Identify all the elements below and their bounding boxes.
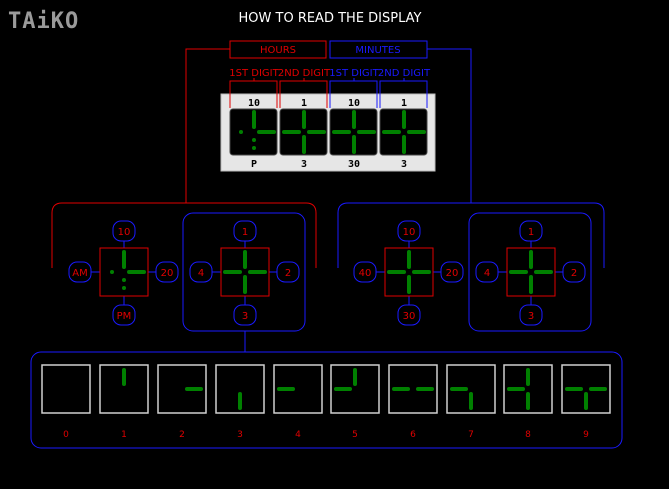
value-bubble xyxy=(397,304,421,326)
minutes-first-diagram: 10 30 40 20 xyxy=(353,220,464,326)
value-bubble xyxy=(233,220,257,242)
panel-top-label: 10 xyxy=(248,98,260,109)
bubble-label: 10 xyxy=(403,227,416,238)
legend-digit-9: 9 xyxy=(561,364,611,440)
minutes-bracket xyxy=(337,202,605,268)
hours-second-group xyxy=(182,212,306,332)
dot-indicator xyxy=(239,130,243,134)
taiko-logo: TAiKO xyxy=(8,9,79,34)
value-bubble xyxy=(233,304,257,326)
bubble-label: 30 xyxy=(403,311,416,322)
digit-label: 1ST DIGIT xyxy=(329,68,379,79)
legend-digit-4: 4 xyxy=(273,364,323,440)
legend-digit-2: 2 xyxy=(157,364,207,440)
hours-header: HOURS xyxy=(229,40,327,59)
bubble-label: AM xyxy=(72,268,87,279)
value-bubble xyxy=(68,261,92,283)
value-bubble xyxy=(397,220,421,242)
panel-bottom-label: 3 xyxy=(301,159,307,170)
bubble-label: 40 xyxy=(359,268,372,279)
watch-digit xyxy=(279,108,328,156)
watch-digit xyxy=(379,108,428,156)
bubble-label: PM xyxy=(117,311,132,322)
legend-digit-6: 6 xyxy=(388,364,438,440)
panel-bottom-label: 30 xyxy=(348,159,360,170)
digit-label: 2ND DIGIT xyxy=(378,68,431,79)
minutes-second-group xyxy=(468,212,592,332)
value-bubble xyxy=(276,261,300,283)
legend-digit-label: 7 xyxy=(468,430,474,440)
digit-label: 2ND DIGIT xyxy=(278,68,331,79)
legend-digit-label: 3 xyxy=(237,430,243,440)
value-bubble xyxy=(112,220,136,242)
legend-digit-label: 9 xyxy=(583,430,589,440)
dot-indicator xyxy=(252,138,256,142)
value-bubble xyxy=(155,261,179,283)
digit-label: 1ST DIGIT xyxy=(229,68,279,79)
panel-bottom-label: 3 xyxy=(401,159,407,170)
legend-digit-label: 1 xyxy=(121,430,127,440)
bubble-label: 2 xyxy=(285,268,291,279)
panel-top-label: 1 xyxy=(401,98,407,109)
watch-digit xyxy=(229,108,278,156)
legend-digit-label: 8 xyxy=(525,430,531,440)
bubble-label: 1 xyxy=(528,227,534,238)
bubble-label: 2 xyxy=(571,268,577,279)
legend-digit-label: 0 xyxy=(63,430,69,440)
panel-top-label: 1 xyxy=(301,98,307,109)
value-bubble xyxy=(112,304,136,326)
hours-connector xyxy=(185,48,230,203)
hours-label: HOURS xyxy=(260,45,296,56)
hours-second-diagram: 1 3 4 2 xyxy=(189,220,300,326)
legend-digit-label: 6 xyxy=(410,430,416,440)
bubble-label: 10 xyxy=(118,227,131,238)
minutes-second-diagram: 1 3 4 2 xyxy=(475,220,586,326)
legend-digit-3: 3 xyxy=(215,364,265,440)
bubble-label: 3 xyxy=(242,311,248,322)
value-bubble xyxy=(519,304,543,326)
hours-bracket xyxy=(51,202,317,268)
dot-indicator xyxy=(252,146,256,150)
legend-digit-8: 8 xyxy=(503,364,553,440)
page-title: HOW TO READ THE DISPLAY xyxy=(239,11,422,26)
minutes-connector xyxy=(427,48,472,203)
bubble-label: 20 xyxy=(161,268,174,279)
watch-digit xyxy=(329,108,378,156)
value-bubble xyxy=(519,220,543,242)
legend-digit-7: 7 xyxy=(446,364,496,440)
panel-top-label: 10 xyxy=(348,98,360,109)
legend-digit-5: 5 xyxy=(330,364,380,440)
dot-indicator xyxy=(122,278,126,282)
bubble-label: 3 xyxy=(528,311,534,322)
minutes-header: MINUTES xyxy=(329,40,428,59)
dot-indicator xyxy=(110,270,114,274)
value-bubble xyxy=(440,261,464,283)
value-bubble xyxy=(189,261,213,283)
panel-bottom-label: P xyxy=(251,159,257,170)
legend-digit-label: 2 xyxy=(179,430,185,440)
dot-indicator xyxy=(122,286,126,290)
bubble-label: 1 xyxy=(242,227,248,238)
value-bubble xyxy=(475,261,499,283)
bubble-label: 4 xyxy=(484,268,490,279)
bubble-label: 4 xyxy=(198,268,204,279)
bubble-label: 20 xyxy=(446,268,459,279)
legend-digit-1: 1 xyxy=(99,364,149,440)
legend-box xyxy=(30,351,623,449)
legend-digit-label: 4 xyxy=(295,430,301,440)
legend-digit-label: 5 xyxy=(352,430,358,440)
minutes-label: MINUTES xyxy=(355,45,400,56)
value-bubble xyxy=(562,261,586,283)
legend-digit-0: 0 xyxy=(41,364,91,440)
value-bubble xyxy=(353,261,377,283)
